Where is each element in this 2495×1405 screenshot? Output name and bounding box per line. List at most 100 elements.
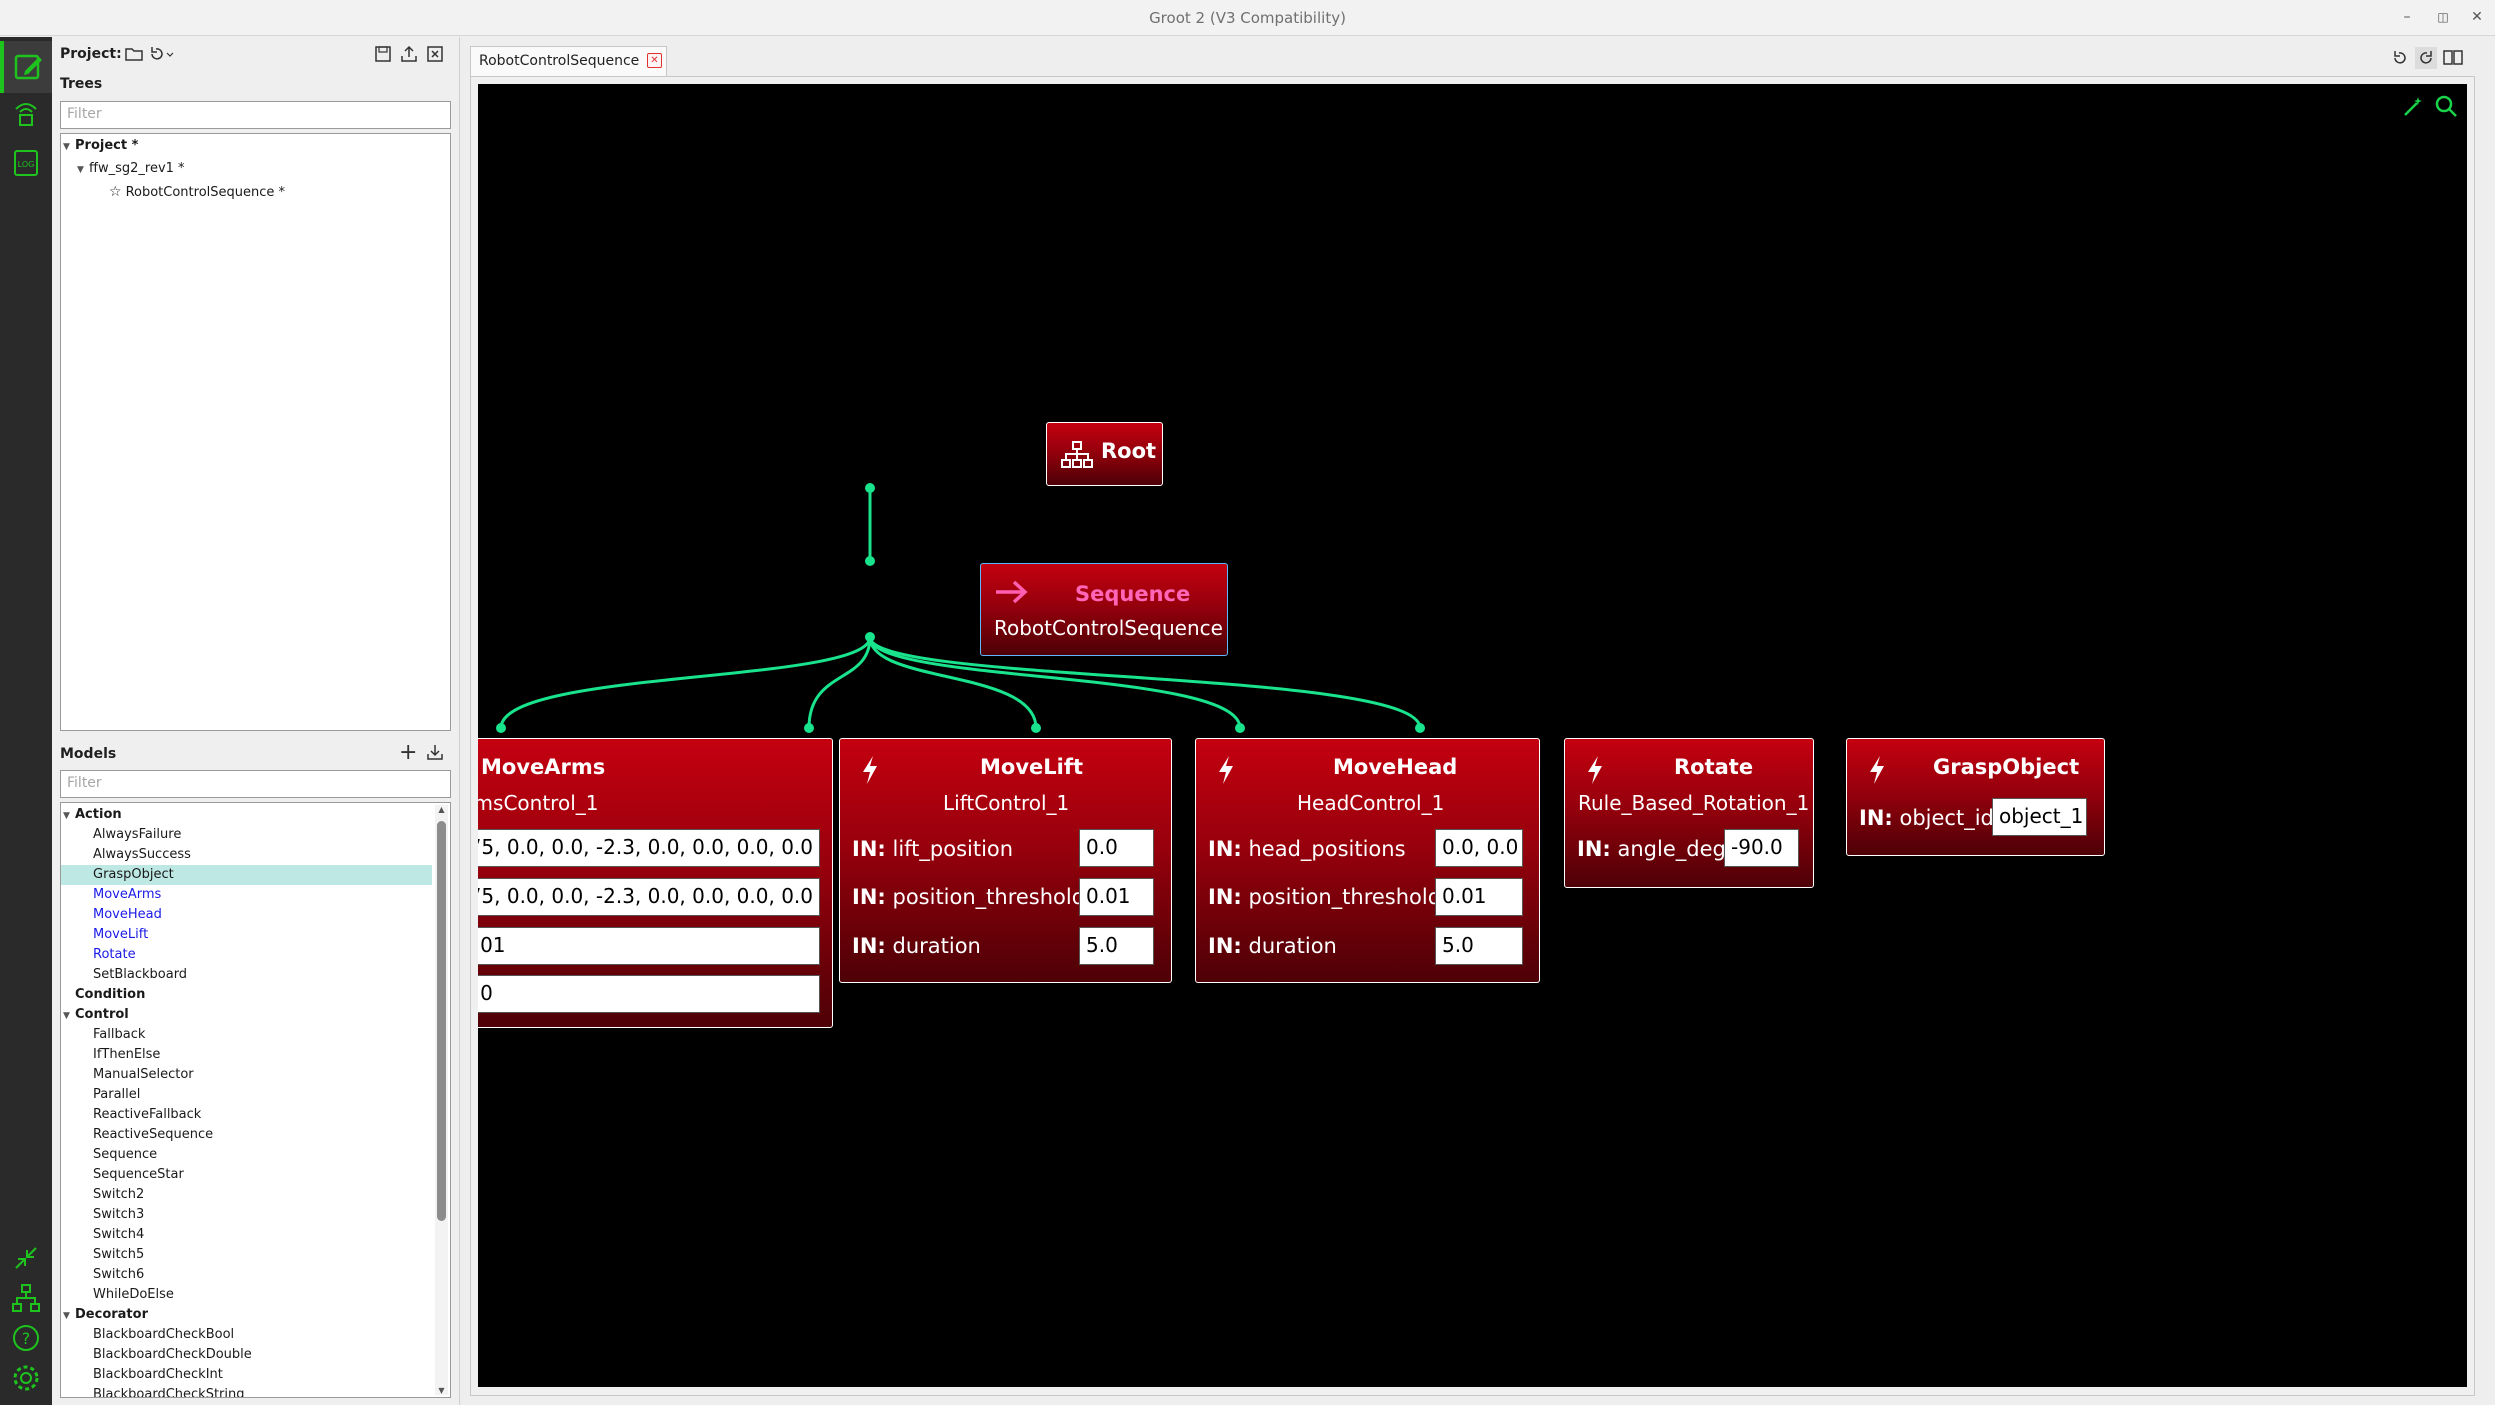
tab-robotcontrolsequence[interactable]: RobotControlSequence ✕ — [470, 46, 667, 76]
port-duration-input[interactable]: 5.0 — [478, 975, 820, 1013]
model-category[interactable]: ▼Decorator — [61, 1305, 432, 1325]
split-view-icon[interactable] — [2443, 49, 2463, 67]
undo-icon[interactable] — [2391, 49, 2409, 67]
model-category[interactable]: ▼Action — [61, 805, 432, 825]
node-title: MoveArms — [481, 755, 606, 779]
graspobject-node[interactable]: GraspObject IN: object_id object_1 — [1846, 738, 2105, 856]
expand-arrow-icon[interactable]: ▼ — [63, 811, 70, 821]
node-title: Root — [1101, 439, 1157, 463]
minimize-icon[interactable]: – — [2403, 9, 2411, 25]
expand-arrow-icon[interactable]: ▼ — [77, 165, 84, 175]
root-output-port[interactable] — [865, 483, 875, 493]
model-item[interactable]: BlackboardCheckString — [93, 1387, 245, 1398]
model-item[interactable]: SequenceStar — [93, 1167, 184, 1182]
close-icon[interactable]: ✕ — [2471, 9, 2483, 25]
model-item[interactable]: Rotate — [93, 947, 136, 962]
log-icon[interactable]: LOG — [10, 147, 42, 179]
port-position-threshold-input[interactable]: 0.01 — [1079, 878, 1154, 916]
restore-icon[interactable]: ◫ — [2437, 10, 2449, 24]
model-item[interactable]: Switch5 — [93, 1247, 145, 1262]
model-item[interactable]: MoveHead — [93, 907, 162, 922]
monitor-icon[interactable] — [10, 97, 42, 129]
model-item[interactable]: Sequence — [93, 1147, 158, 1162]
scroll-down-icon[interactable]: ▼ — [438, 1386, 445, 1395]
close-tab-icon[interactable]: ✕ — [647, 53, 662, 68]
model-category[interactable]: ▼Control — [61, 1005, 432, 1025]
model-item[interactable]: Switch3 — [93, 1207, 145, 1222]
movearms-node[interactable]: MoveArms ArmsControl_1 0.0, 0.0, 0.0, 0.… — [478, 738, 833, 1028]
port-position-threshold-input[interactable]: 0.01 — [478, 927, 820, 965]
port-arm-positions-input[interactable]: 0.0, 0.0, 0.0, 0.0, -0.75, 0.0, 0.0, -2.… — [478, 829, 820, 867]
child-input-port[interactable] — [1415, 723, 1425, 733]
model-item[interactable]: MoveLift — [93, 927, 149, 942]
tree-item-project[interactable]: ▼Project * — [61, 136, 450, 156]
movehead-node[interactable]: MoveHead HeadControl_1 IN: head_position… — [1195, 738, 1540, 983]
models-scrollbar[interactable]: ▲ ▼ — [435, 805, 448, 1395]
port-position-threshold-input[interactable]: 0.01 — [1435, 878, 1523, 916]
model-item[interactable]: Switch2 — [93, 1187, 145, 1202]
model-item[interactable]: WhileDoElse — [93, 1287, 174, 1302]
model-item[interactable]: Switch4 — [93, 1227, 145, 1242]
sequence-output-port[interactable] — [865, 632, 875, 642]
movelift-node[interactable]: MoveLift LiftControl_1 IN: lift_position… — [839, 738, 1172, 983]
model-item[interactable]: ReactiveFallback — [93, 1107, 202, 1122]
expand-arrow-icon[interactable]: ▼ — [63, 1011, 70, 1021]
port-duration-input[interactable]: 5.0 — [1435, 927, 1523, 965]
rotate-node[interactable]: Rotate Rule_Based_Rotation_1 IN: angle_d… — [1564, 738, 1814, 888]
model-category[interactable]: Condition — [75, 987, 146, 1002]
zoom-search-icon[interactable] — [2434, 94, 2458, 118]
model-item[interactable]: SetBlackboard — [93, 967, 188, 982]
save-project-icon[interactable] — [374, 45, 392, 63]
export-icon[interactable] — [400, 45, 418, 63]
child-input-port[interactable] — [496, 723, 506, 733]
node-subtitle: HeadControl_1 — [1297, 791, 1445, 815]
model-item[interactable]: BlackboardCheckInt — [93, 1367, 223, 1382]
model-item[interactable]: MoveArms — [93, 887, 162, 902]
port-arm-velocities-input[interactable]: 0.0, 0.0, 0.0, 0.0, -0.75, 0.0, 0.0, -2.… — [478, 878, 820, 916]
magic-wand-icon[interactable] — [2402, 94, 2426, 118]
model-item[interactable]: IfThenElse — [93, 1047, 161, 1062]
model-item[interactable]: ReactiveSequence — [93, 1127, 214, 1142]
model-item[interactable]: BlackboardCheckBool — [93, 1327, 235, 1342]
model-item[interactable]: Parallel — [93, 1087, 141, 1102]
sequence-input-port[interactable] — [865, 556, 875, 566]
expand-arrow-icon[interactable]: ▼ — [63, 1311, 70, 1321]
port-duration-input[interactable]: 5.0 — [1079, 927, 1154, 965]
root-node[interactable]: Root — [1046, 422, 1163, 486]
settings-icon[interactable] — [10, 1362, 42, 1394]
open-folder-icon[interactable] — [124, 45, 144, 63]
import-models-icon[interactable] — [426, 743, 444, 761]
tree-item-ffw-sg2-rev1[interactable]: ▼ffw_sg2_rev1 * — [61, 159, 450, 179]
help-icon[interactable]: ? — [10, 1322, 42, 1354]
trees-filter-input[interactable]: Filter — [60, 101, 451, 129]
add-model-icon[interactable]: + — [399, 740, 418, 765]
tree-layout-icon[interactable] — [10, 1282, 42, 1314]
port-angle-deg-input[interactable]: -90.0 — [1724, 829, 1799, 867]
model-item[interactable]: Switch6 — [93, 1267, 145, 1282]
model-item[interactable]: AlwaysSuccess — [93, 847, 191, 862]
scrollbar-thumb[interactable] — [437, 821, 446, 1221]
models-filter-input[interactable]: Filter — [60, 770, 451, 798]
close-project-icon[interactable] — [426, 45, 444, 63]
model-item[interactable]: ManualSelector — [93, 1067, 194, 1082]
model-item[interactable]: AlwaysFailure — [93, 827, 182, 842]
recent-projects-icon[interactable] — [148, 45, 176, 63]
child-input-port[interactable] — [804, 723, 814, 733]
tree-item-robotcontrolsequence[interactable]: ☆RobotControlSequence * — [109, 184, 286, 200]
model-item[interactable]: GraspObject — [61, 865, 432, 885]
model-item[interactable]: BlackboardCheckDouble — [93, 1347, 252, 1362]
scroll-up-icon[interactable]: ▲ — [438, 805, 445, 814]
port-lift-position-input[interactable]: 0.0 — [1079, 829, 1154, 867]
editor-mode-button[interactable] — [0, 41, 52, 93]
collapse-icon[interactable] — [10, 1242, 42, 1274]
port-head-positions-input[interactable]: 0.0, 0.0 — [1435, 829, 1523, 867]
sequence-node[interactable]: Sequence RobotControlSequence — [980, 563, 1228, 656]
port-position-threshold-label: IN: position_threshold — [852, 885, 1086, 909]
redo-icon[interactable] — [2415, 47, 2437, 69]
behavior-tree-canvas[interactable]: Root Sequence RobotControlSequence MoveA… — [478, 84, 2467, 1387]
child-input-port[interactable] — [1031, 723, 1041, 733]
port-object-id-input[interactable]: object_1 — [1992, 798, 2087, 836]
child-input-port[interactable] — [1235, 723, 1245, 733]
expand-arrow-icon[interactable]: ▼ — [63, 142, 70, 152]
model-item[interactable]: Fallback — [93, 1027, 146, 1042]
